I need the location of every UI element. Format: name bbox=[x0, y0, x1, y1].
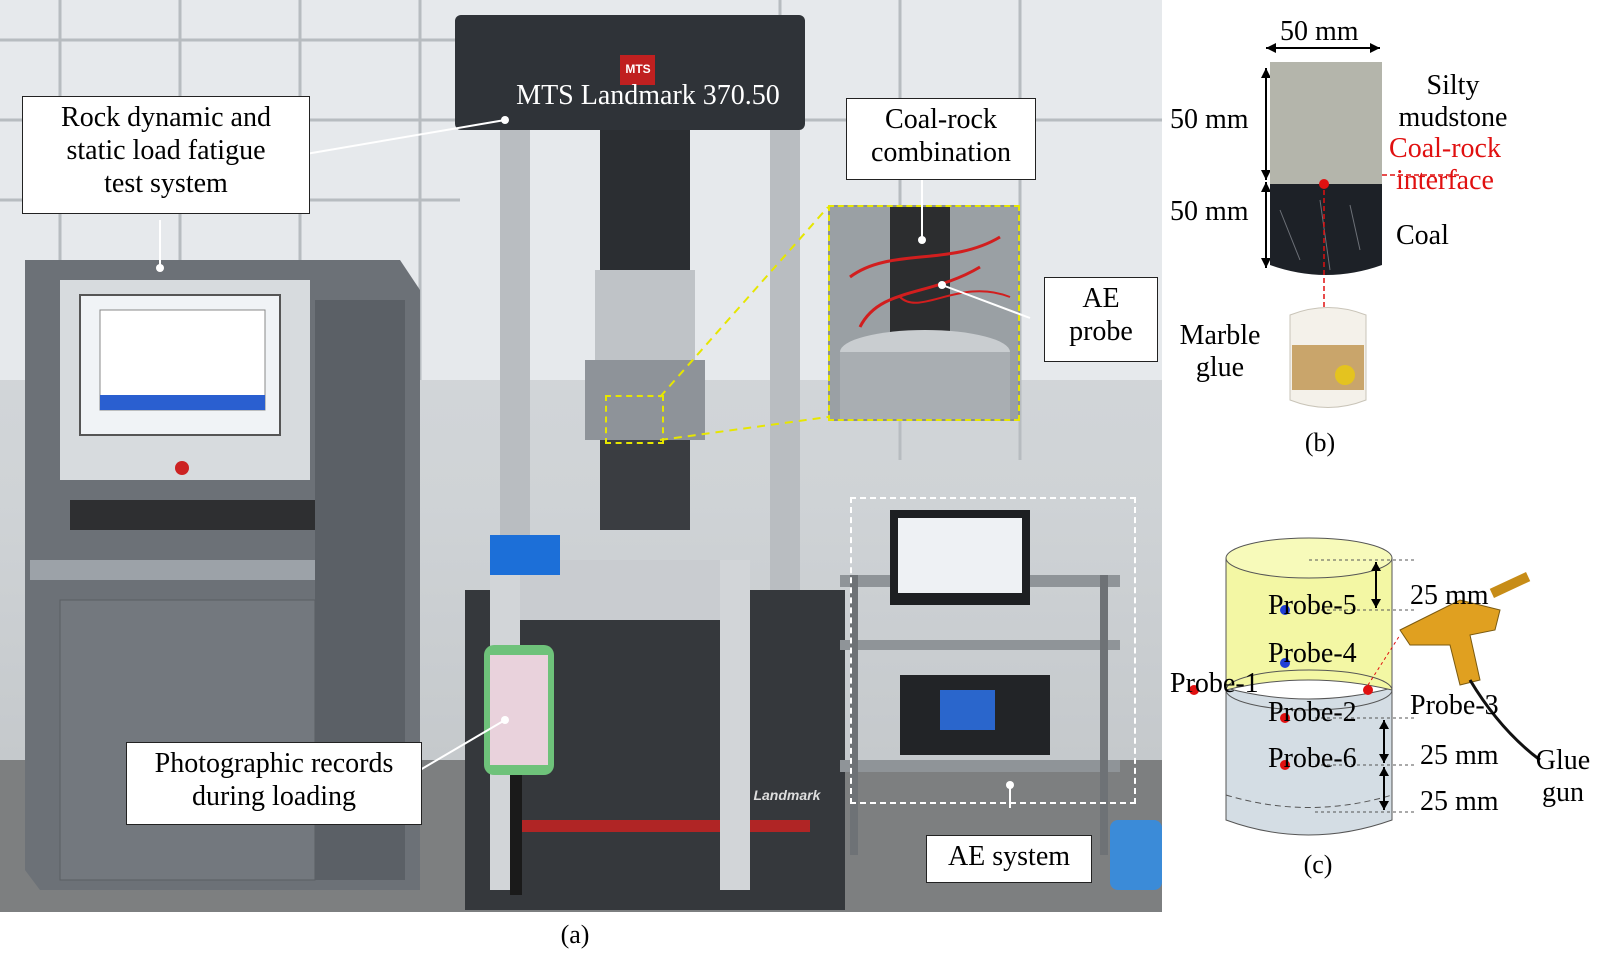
glue-label: Marble glue bbox=[1170, 320, 1270, 384]
spacing-label-2: 25 mm bbox=[1420, 740, 1499, 771]
test-system-line-1: Rock dynamic and bbox=[61, 102, 271, 133]
ae-system-label: AE system bbox=[926, 835, 1092, 883]
rock-line-1: Silty bbox=[1426, 70, 1480, 101]
ae-probe-label: AE probe bbox=[1044, 277, 1158, 362]
caption-b: (b) bbox=[1304, 428, 1336, 457]
spacing-label-3: 25 mm bbox=[1420, 786, 1499, 817]
rock-label: Silty mudstone bbox=[1388, 70, 1518, 134]
coal-label: Coal bbox=[1396, 220, 1449, 251]
specimen-diagram bbox=[1261, 43, 1460, 408]
top-height-label: 50 mm bbox=[1170, 104, 1249, 135]
probe-1-label: Probe-1 bbox=[1170, 668, 1259, 699]
probe-6-dot bbox=[1280, 760, 1290, 770]
caption-c: (c) bbox=[1303, 850, 1333, 879]
probe-diagram bbox=[1189, 537, 1541, 836]
ae-probe-line-2: probe bbox=[1069, 316, 1133, 347]
probe-4-dot bbox=[1280, 658, 1290, 668]
probe-2-label: Probe-2 bbox=[1268, 697, 1357, 728]
interface-label: Coal-rock interface bbox=[1380, 133, 1510, 197]
interface-line-2: interface bbox=[1396, 165, 1494, 196]
glue-gun-line-1: Glue bbox=[1535, 745, 1591, 776]
photo-records-line-2: during loading bbox=[191, 781, 357, 812]
glue-gun-line-2: gun bbox=[1542, 777, 1584, 808]
interface-line-1: Coal-rock bbox=[1389, 133, 1501, 164]
ae-system-box bbox=[850, 497, 1136, 804]
probe-5-label: Probe-5 bbox=[1268, 590, 1357, 621]
test-system-line-3: test system bbox=[104, 168, 228, 199]
width-label: 50 mm bbox=[1280, 16, 1359, 47]
combination-line-1: Coal-rock bbox=[885, 104, 997, 135]
probe-3-label: Probe-3 bbox=[1410, 690, 1499, 721]
lab-scene: MTS Landmark bbox=[0, 0, 1162, 912]
glue-line-2: glue bbox=[1195, 352, 1245, 383]
ae-probe-line-1: AE bbox=[1082, 283, 1120, 314]
specimen-highlight bbox=[605, 395, 664, 444]
probe-2-dot bbox=[1280, 713, 1290, 723]
caption-a: (a) bbox=[560, 920, 590, 949]
leader-lines bbox=[156, 116, 1031, 808]
glue-gun-label: Glue gun bbox=[1528, 745, 1598, 809]
rock-line-2: mudstone bbox=[1398, 102, 1508, 133]
probe-5-dot bbox=[1280, 605, 1290, 615]
test-system-label: Rock dynamic and static load fatigue tes… bbox=[22, 96, 310, 214]
probe-4-label: Probe-4 bbox=[1268, 638, 1357, 669]
probe-6-label: Probe-6 bbox=[1268, 743, 1357, 774]
combination-label: Coal-rock combination bbox=[846, 98, 1036, 180]
glue-line-1: Marble bbox=[1179, 320, 1261, 351]
spacing-label-1: 25 mm bbox=[1410, 580, 1489, 611]
test-system-line-2: static load fatigue bbox=[66, 135, 266, 166]
combination-line-2: combination bbox=[871, 137, 1011, 168]
probe-1-dot bbox=[1189, 685, 1199, 695]
mts-logo: MTS bbox=[625, 62, 651, 76]
photo-records-line-1: Photographic records bbox=[154, 748, 394, 779]
probe-3-dot bbox=[1363, 685, 1373, 695]
interface-point bbox=[1319, 179, 1329, 189]
machine-label: MTS Landmark 370.50 bbox=[516, 80, 780, 111]
photo-records-label: Photographic records during loading bbox=[126, 742, 422, 825]
bottom-height-label: 50 mm bbox=[1170, 196, 1249, 227]
